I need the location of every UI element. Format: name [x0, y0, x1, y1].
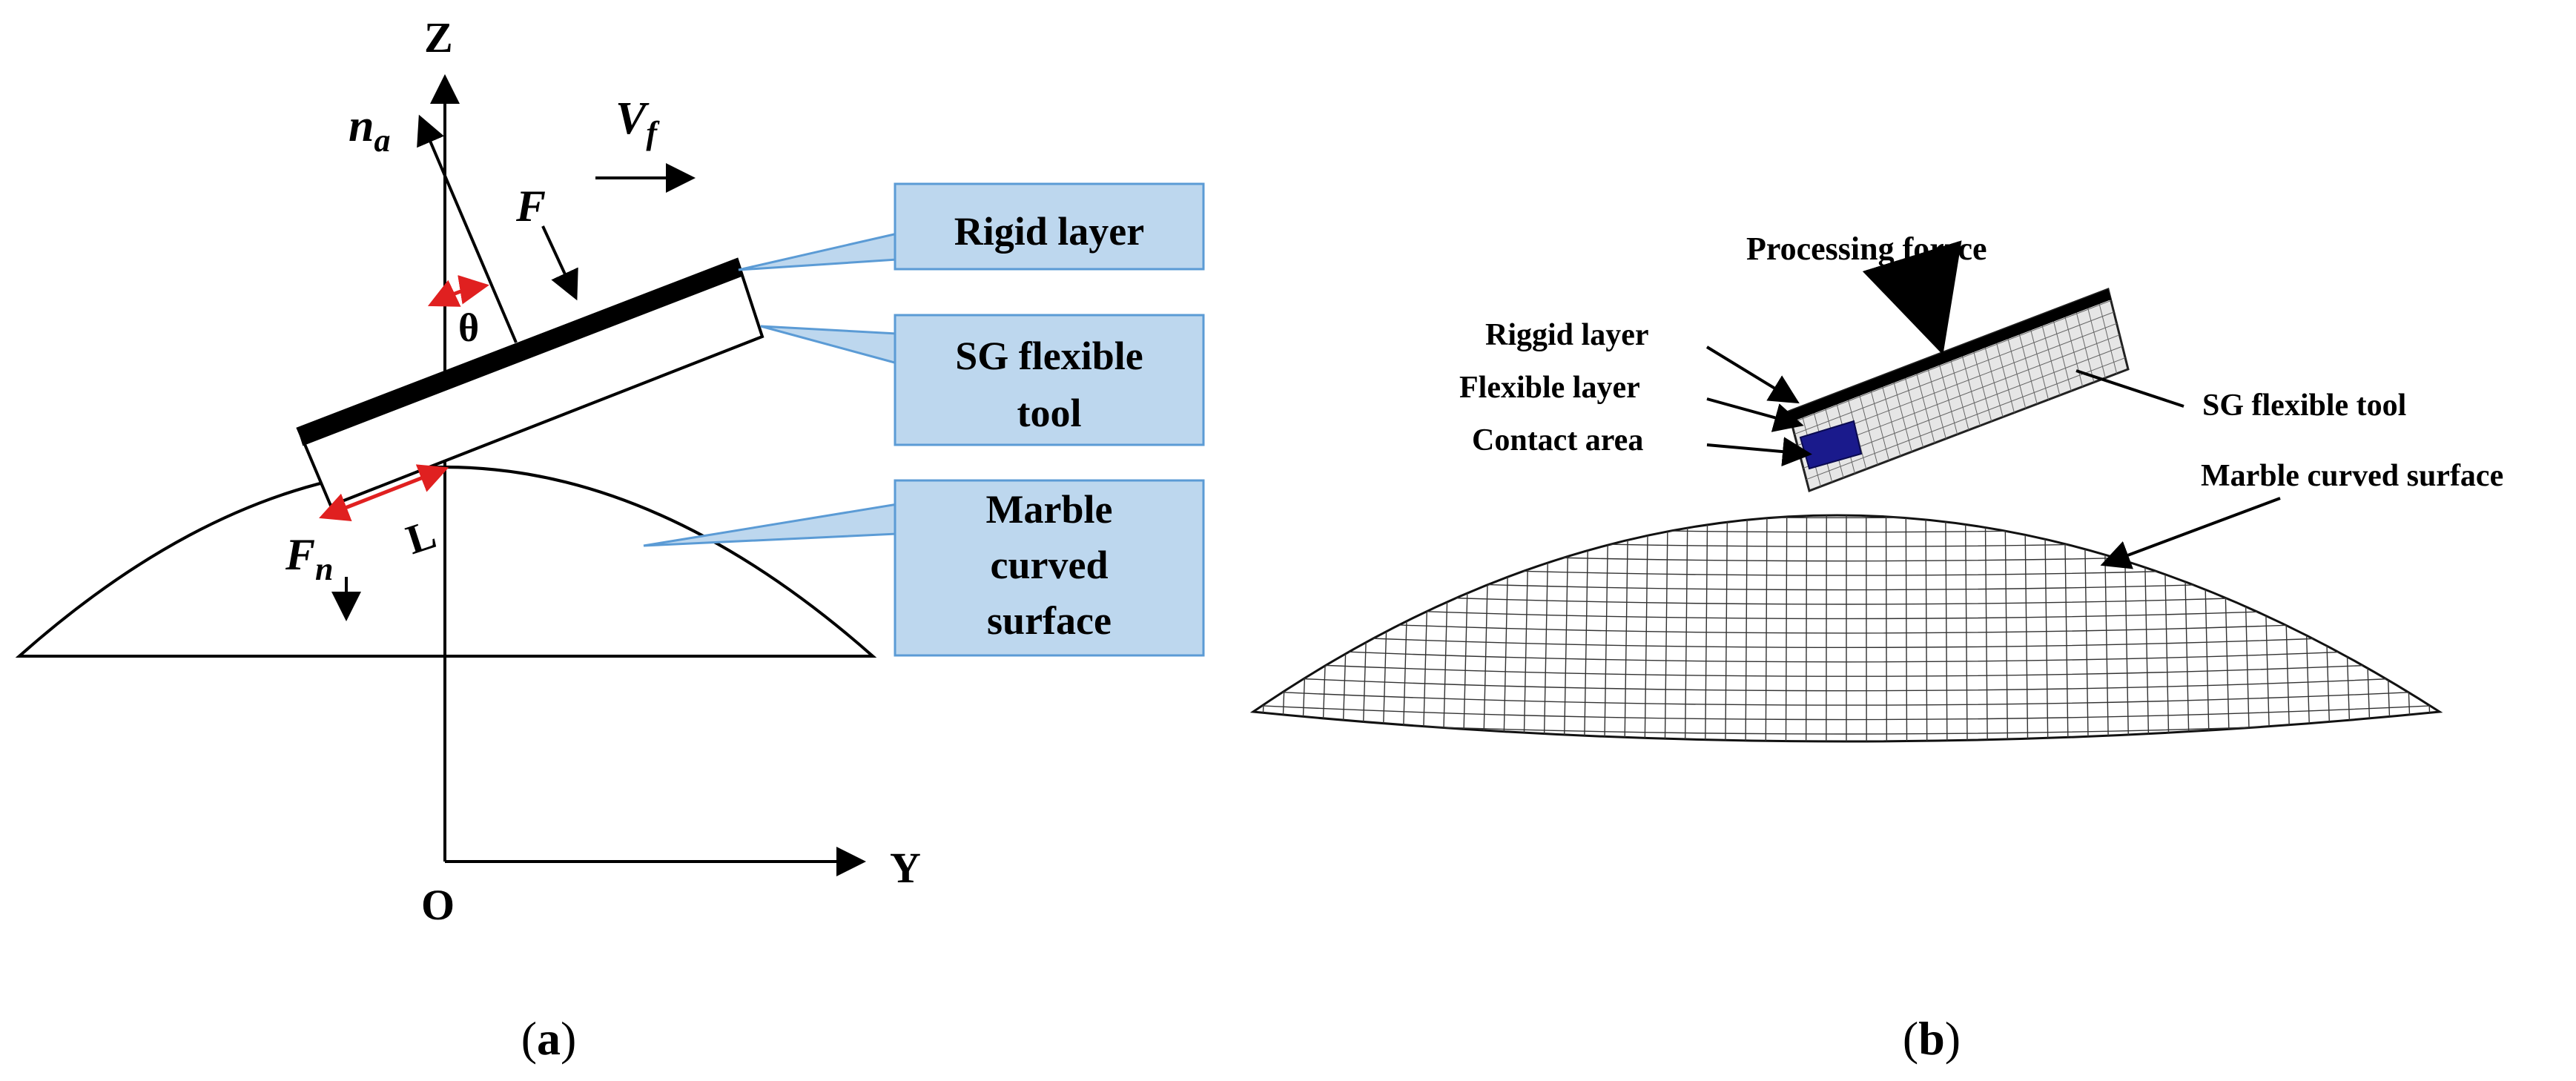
- length-l-label: L: [401, 512, 442, 564]
- callout-rigid-layer-box: [894, 182, 1205, 271]
- panel-b: Processing forrce Riggid layer Flexible …: [1249, 231, 2503, 1065]
- riggid-layer-label: Riggid layer: [1485, 318, 1648, 352]
- contact-area-label: Contact area: [1472, 423, 1643, 457]
- theta-arc: [427, 274, 489, 307]
- callout-marble-text-line2: curved: [991, 543, 1109, 587]
- riggid-layer-arrow: [1705, 346, 1800, 404]
- callout-rigid-layer-pointer: [738, 232, 899, 271]
- contact-area-arrow: [1706, 437, 1812, 467]
- vf-label: Vf: [615, 93, 660, 151]
- normal-vector-na: [417, 114, 518, 343]
- marble-dome: [15, 466, 877, 658]
- caption-a: (a): [521, 1012, 577, 1065]
- length-l-arrow: [319, 464, 449, 521]
- callout-rigid-layer-text: Rigid layer: [954, 209, 1144, 254]
- marble-surface-label: Marble curved surface: [2201, 459, 2503, 493]
- callout-marble-text-line3: surface: [987, 598, 1112, 643]
- callout-sg-tool-text-line2: tool: [1017, 391, 1082, 435]
- callout-sg-tool-pointer: [760, 325, 899, 365]
- force-f-label: F: [515, 182, 546, 231]
- flexible-layer-arrow: [1706, 397, 1804, 432]
- callout-sg-tool-box: [894, 314, 1205, 446]
- processing-force-label: Processing forrce: [1746, 231, 1987, 267]
- sg-flexible-tool-block: [1787, 287, 2130, 492]
- callout-sg-tool-text-line1: SG flexible: [955, 334, 1143, 378]
- processing-force-arrow: [1862, 240, 1962, 355]
- theta-label: θ: [458, 305, 479, 350]
- force-f-arrow: [541, 225, 578, 301]
- sg-flexible-tool-body: [296, 257, 764, 508]
- riggid-layer-strip: [1789, 289, 2111, 422]
- na-label: na: [349, 101, 390, 159]
- callout-marble-box: [894, 479, 1205, 657]
- panel-a: Z Y O na θ Vf F L Fn Rigid layer SG: [15, 13, 1205, 1065]
- sg-flexible-tool-label: SG flexible tool: [2202, 389, 2406, 423]
- origin-label: O: [421, 881, 455, 929]
- marble-surface-arrow: [2100, 497, 2281, 569]
- y-axis-label: Y: [890, 844, 921, 892]
- marble-mesh-dome: [1249, 514, 2443, 743]
- rigid-layer-bar: [297, 258, 743, 446]
- flexible-layer-label: Flexible layer: [1459, 371, 1640, 405]
- caption-b: (b): [1903, 1012, 1961, 1065]
- callout-marble-text-line1: Marble: [986, 487, 1113, 532]
- fn-label: Fn: [285, 530, 334, 587]
- z-axis-label: Z: [424, 13, 453, 62]
- sg-flexible-tool-arrow: [2075, 369, 2184, 408]
